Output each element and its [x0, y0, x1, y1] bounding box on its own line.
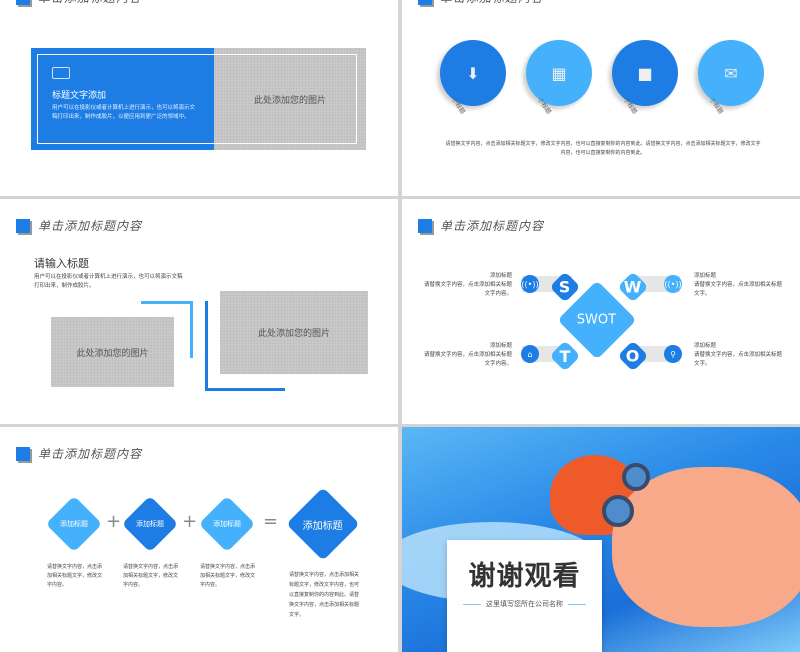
header-title: 单击添加标题内容 — [440, 0, 544, 6]
step-text: 请替换文字内容，点击添加相关标题文字，修改文字内容。 — [123, 564, 179, 588]
goggles — [622, 463, 650, 491]
plus-sign: + — [106, 511, 122, 532]
box-text: 用户可以在投影仪或者计算机上进行演示，也可以将演示文稿打印出来，制作成胶片，以便… — [52, 105, 196, 120]
quad-s-text: 添加标题请替换文字内容，点击添加相关标题文字内容。 — [420, 272, 512, 299]
icon-circle-1[interactable]: ⬇ 小标题 — [440, 40, 506, 115]
folder-icon: ■ — [637, 63, 653, 83]
result-label: 添加标题 — [303, 520, 343, 532]
item-label: 小标题 — [536, 96, 553, 116]
header-title: 单击添加标题内容 — [38, 0, 142, 6]
equals-sign: = — [263, 511, 279, 532]
step-3[interactable]: 添加标题 — [198, 495, 256, 553]
accent-line-light — [141, 301, 193, 358]
icon-circle-2[interactable]: ▦ 小标题 — [526, 40, 592, 115]
step-text: 请替换文字内容，点击添加相关标题文字，修改文字内容。 — [200, 564, 256, 588]
slide-header: 单击添加标题内容 — [418, 0, 544, 6]
swot-label: SWOT — [577, 312, 617, 328]
header-title: 单击添加标题内容 — [440, 219, 545, 233]
step-text: 请替换文字内容，点击添加相关标题文字，修改文字内容。 — [47, 564, 103, 588]
step-label: 添加标题 — [136, 520, 164, 528]
quad-t-text: 添加标题请替换文字内容，点击添加相关标题文字内容。 — [420, 342, 512, 369]
item-label: 小标题 — [622, 96, 639, 116]
slide-header: 单击添加标题内容 — [16, 217, 142, 234]
quad-title: 添加标题 — [489, 273, 512, 279]
divider — [568, 603, 586, 605]
signal-icon: ((•)) — [521, 275, 539, 293]
mail-icon: ✉ — [724, 63, 738, 83]
divider — [463, 603, 481, 605]
id-card-icon — [52, 67, 70, 79]
frame-border — [37, 54, 357, 144]
description: 请替换文字内容，点击添加相关标题文字，修改文字内容，也可以直接复制你的内容到此。… — [445, 141, 761, 156]
photo-label: 此处添加您的图片 — [253, 95, 326, 106]
photo-placeholder-2[interactable]: 此处添加您的图片 — [220, 291, 368, 374]
slide-4[interactable]: 单击添加标题内容 ((•)) ((•)) ⌂ ⚲ SWOT S W T O 添加… — [402, 199, 800, 424]
photo-placeholder[interactable]: 此处添加您的图片 — [214, 48, 366, 150]
slide-6[interactable]: 谢谢观看 这里填写您所在公司名称 — [402, 427, 800, 652]
quad-w-text: 添加标题请替换文字内容，点击添加相关标题文字。 — [694, 272, 786, 299]
item-label: 小标题 — [708, 96, 725, 116]
home-icon: ⌂ — [521, 345, 539, 363]
result[interactable]: 添加标题 — [286, 487, 360, 561]
icon-circle-3[interactable]: ■ 小标题 — [612, 40, 678, 115]
quad-o-text: 添加标题请替换文字内容，点击添加相关标题文字。 — [694, 342, 786, 369]
text-box: 标题文字添加 用户可以在投影仪或者计算机上进行演示，也可以将演示文稿打印出来，制… — [31, 48, 214, 150]
header-title: 单击添加标题内容 — [38, 447, 143, 461]
goggles — [602, 495, 634, 527]
section-text: 用户可以在投影仪或者计算机上进行演示，也可以将演示文稿打印出来，制作成胶片。 — [34, 274, 183, 289]
thanks-title: 谢谢观看 — [468, 561, 581, 592]
result-text: 请替换文字内容，点击添加相关标题文字，修改文字内容，也可以直接复制你的内容到此。… — [289, 572, 360, 618]
icon-circle-4[interactable]: ✉ 小标题 — [698, 40, 764, 115]
letter: O — [626, 346, 640, 366]
accent-line-dark — [205, 301, 285, 391]
signal-icon: ((•)) — [664, 275, 682, 293]
key-icon: ⚲ — [664, 345, 682, 363]
title-card: 谢谢观看 这里填写您所在公司名称 — [447, 540, 602, 652]
header-title: 单击添加标题内容 — [38, 219, 143, 233]
quad-text: 请替换文字内容，点击添加相关标题文字。 — [694, 282, 783, 297]
step-2[interactable]: 添加标题 — [121, 495, 179, 553]
swimmer-body — [612, 467, 800, 627]
slide-header: 单击添加标题内容 — [418, 217, 544, 234]
box-title: 标题文字添加 — [52, 91, 107, 101]
slide-2[interactable]: 单击添加标题内容 ⬇ 小标题 ▦ 小标题 ■ 小标题 ✉ 小标题 请替换文字内容，点击添… — [402, 0, 800, 196]
step-label: 添加标题 — [213, 520, 241, 528]
photo-label: 此处添加您的图片 — [76, 348, 149, 359]
quad-title: 添加标题 — [694, 343, 717, 349]
section-title: 请输入标题 — [34, 257, 89, 270]
step-label: 添加标题 — [60, 520, 88, 528]
quad-text: 请替换文字内容，点击添加相关标题文字。 — [694, 352, 783, 367]
slide-1[interactable]: 单击添加标题内容 标题文字添加 用户可以在投影仪或者计算机上进行演示，也可以将演… — [0, 0, 398, 196]
quad-text: 请替换文字内容，点击添加相关标题文字内容。 — [423, 282, 512, 297]
slide-3[interactable]: 单击添加标题内容 请输入标题 用户可以在投影仪或者计算机上进行演示，也可以将演示… — [0, 199, 398, 424]
quad-title: 添加标题 — [489, 343, 512, 349]
quad-title: 添加标题 — [694, 273, 717, 279]
photo-label: 此处添加您的图片 — [257, 329, 330, 339]
store-icon: ▦ — [551, 63, 567, 83]
slide-header: 单击添加标题内容 — [16, 445, 142, 462]
download-icon: ⬇ — [466, 63, 480, 83]
slide-header: 单击添加标题内容 — [16, 0, 142, 6]
slide-5[interactable]: 单击添加标题内容 添加标题 + 添加标题 + 添加标题 = 添加标题 请替换文字… — [0, 427, 398, 652]
step-1[interactable]: 添加标题 — [45, 495, 103, 553]
subtitle-row: 这里填写您所在公司名称 — [447, 599, 602, 609]
quad-text: 请替换文字内容，点击添加相关标题文字内容。 — [423, 352, 512, 367]
letter: T — [559, 346, 571, 366]
letter: S — [559, 277, 571, 297]
letter: W — [624, 277, 642, 297]
plus-sign: + — [182, 511, 198, 532]
photo-placeholder-1[interactable]: 此处添加您的图片 — [51, 317, 174, 387]
item-label: 小标题 — [450, 96, 467, 116]
company-subtitle: 这里填写您所在公司名称 — [486, 600, 563, 608]
